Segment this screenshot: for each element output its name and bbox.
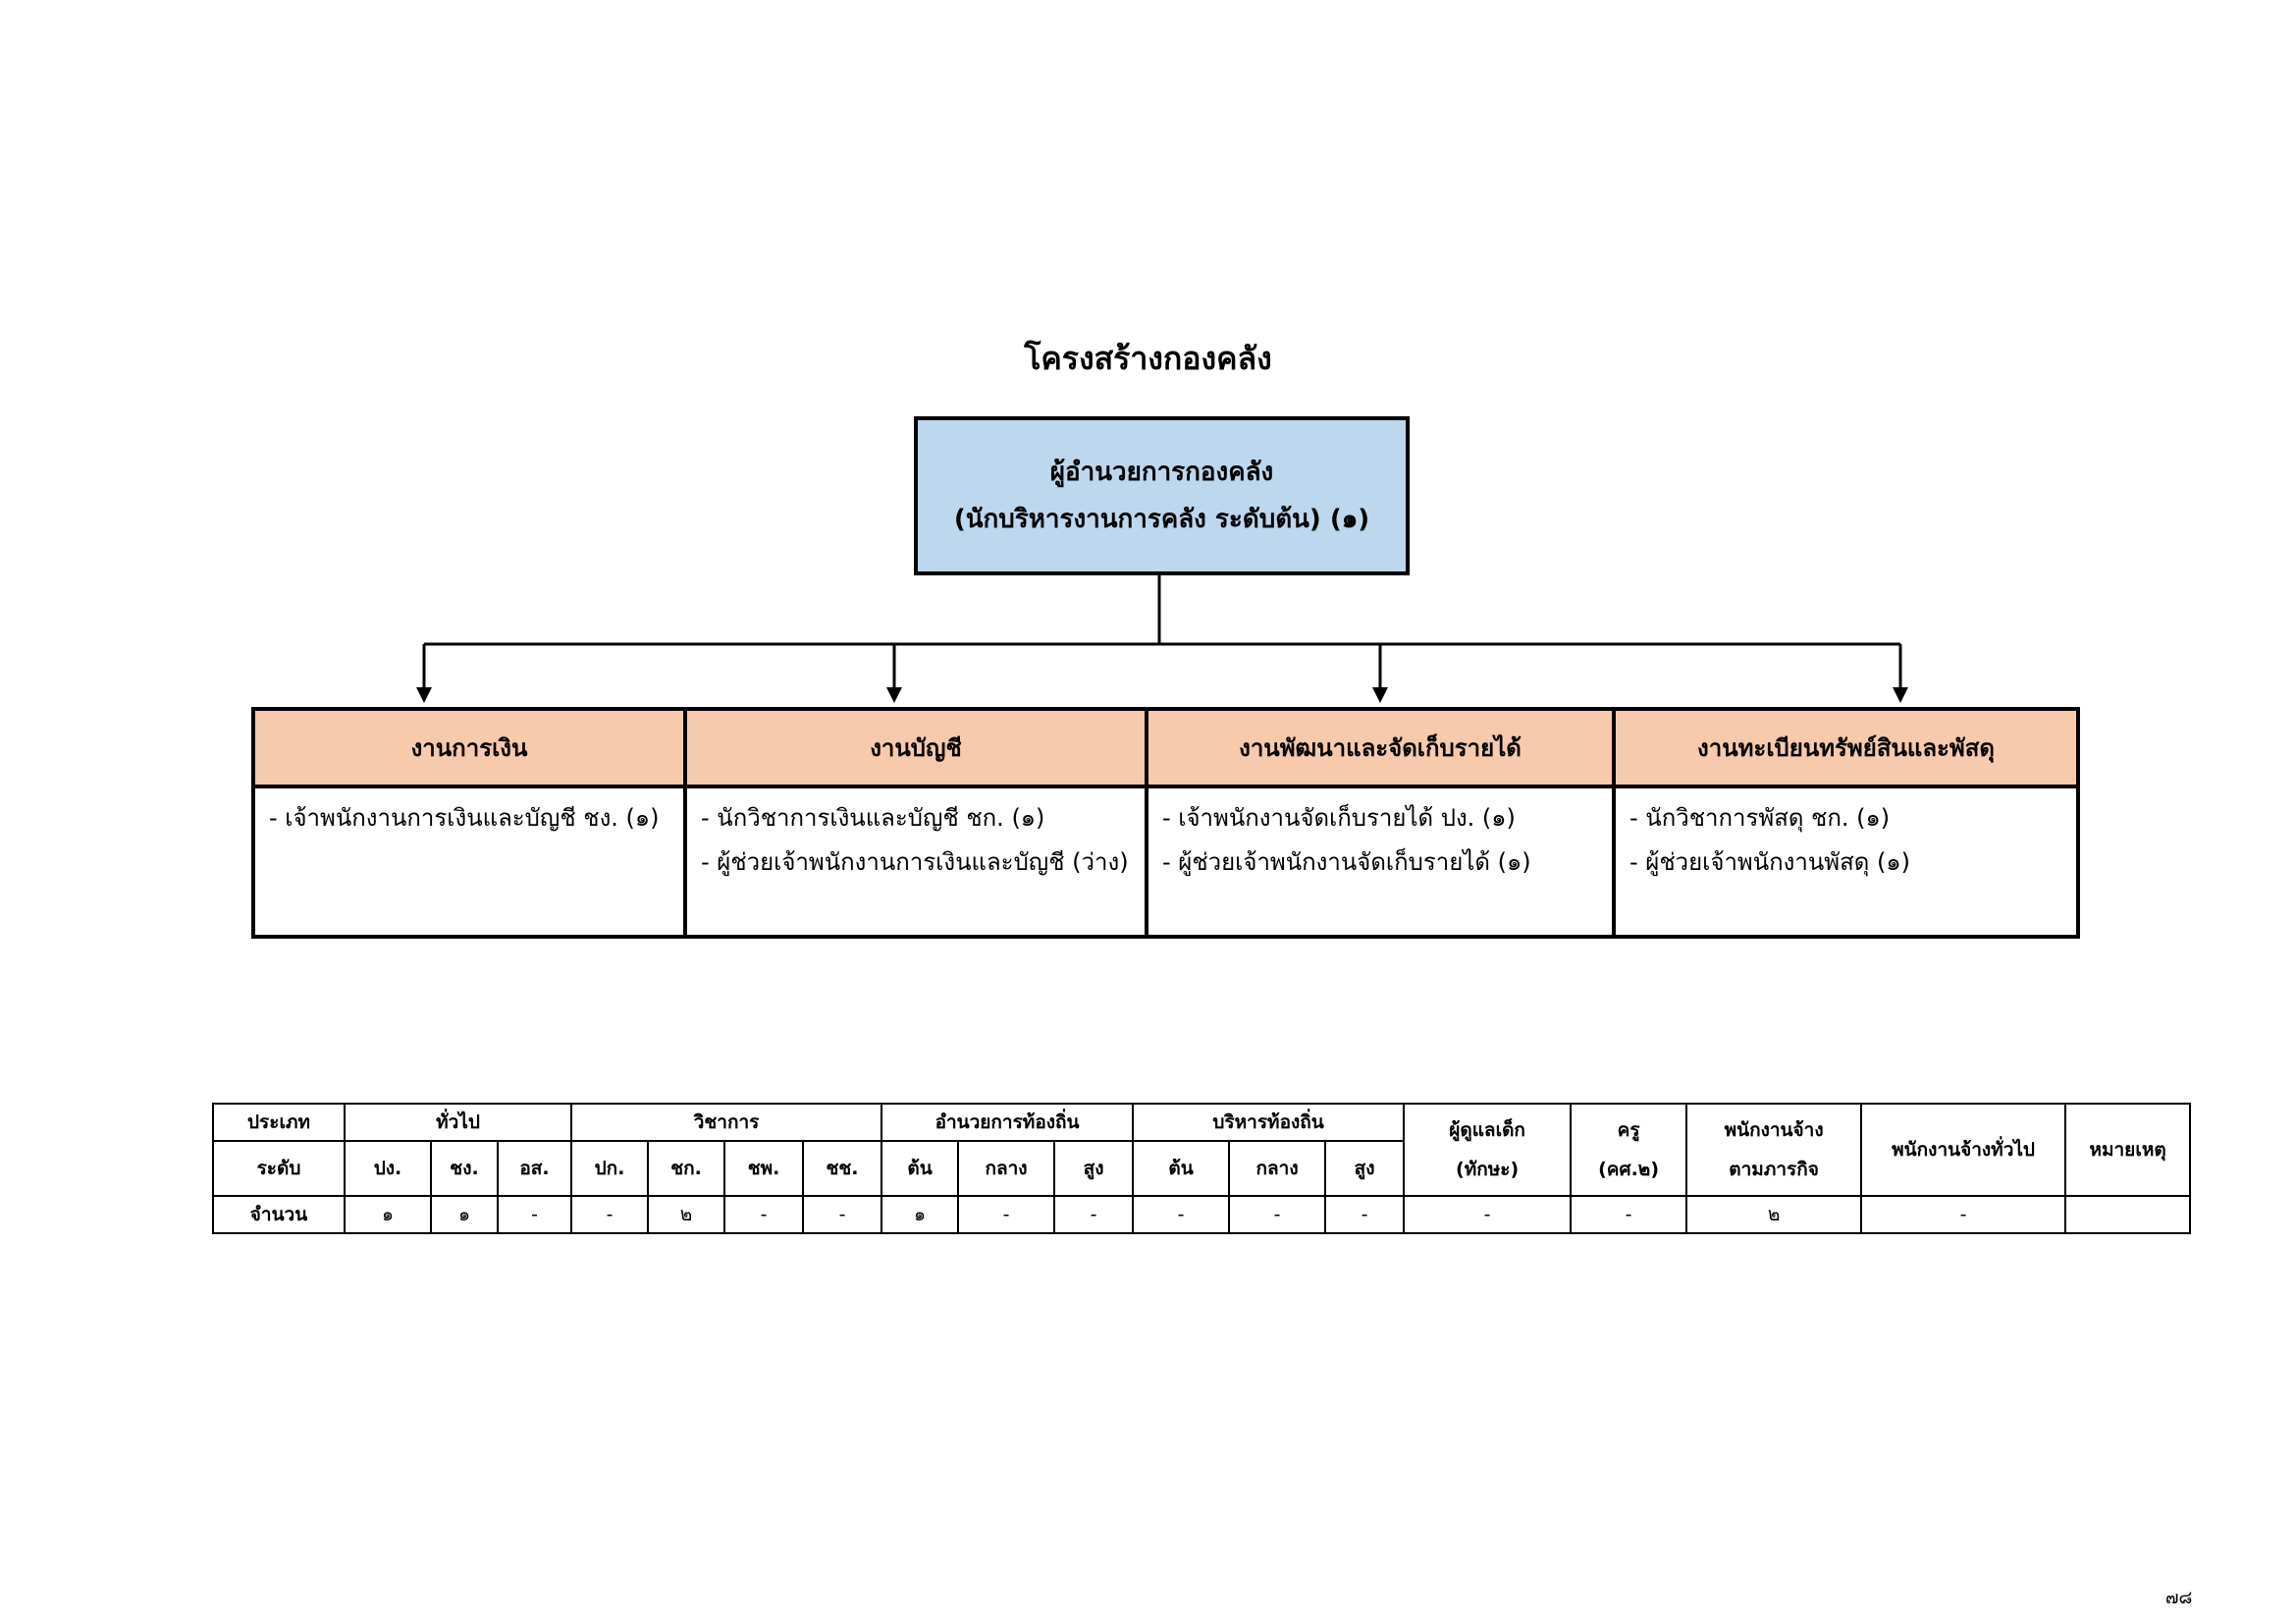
unit-header: งานทะเบียนทรัพย์สินและพัสดุ [1616, 711, 2076, 788]
count-cell: - [1132, 1195, 1231, 1234]
count-cell: - [723, 1195, 805, 1234]
unit-staff-list: - นักวิชาการเงินและบัญชี ชก. (๑) - ผู้ช่… [687, 788, 1145, 893]
unit-staff-list: - เจ้าพนักงานการเงินและบัญชี ชง. (๑) [255, 788, 683, 848]
staff-item: - ผู้ช่วยเจ้าพนักงานการเงินและบัญชี (ว่า… [701, 848, 1129, 876]
count-cell: ๑ [881, 1195, 960, 1234]
arrowhead-3 [1372, 687, 1388, 703]
group-local-executive: บริหารท้องถิ่น [1132, 1103, 1406, 1142]
count-cell: ๑ [344, 1195, 432, 1234]
group-academic: วิชาการ [570, 1103, 883, 1142]
unit-finance: งานการเงิน - เจ้าพนักงานการเงินและบัญชี … [255, 711, 687, 935]
count-cell: - [1403, 1195, 1573, 1234]
col-childcare-line1: ผู้ดูแลเด็ก [1449, 1119, 1525, 1141]
level-cell: อส. [496, 1140, 573, 1197]
level-cell: ปก. [570, 1140, 650, 1197]
col-mission-employee: พนักงานจ้าง ตามภารกิจ [1685, 1103, 1863, 1197]
count-cell [2064, 1195, 2192, 1234]
staff-item: - นักวิชาการเงินและบัญชี ชก. (๑) [701, 804, 1045, 832]
head-title: ผู้อำนวยการกองคลัง [1049, 458, 1274, 487]
level-cell: ชช. [802, 1140, 883, 1197]
staff-item: - ผู้ช่วยเจ้าพนักงานพัสดุ (๑) [1629, 848, 1910, 876]
count-cell: - [1228, 1195, 1327, 1234]
level-label: ระดับ [212, 1140, 346, 1197]
unit-staff-list: - นักวิชาการพัสดุ ชก. (๑) - ผู้ช่วยเจ้าพ… [1616, 788, 2076, 893]
unit-staff-list: - เจ้าพนักงานจัดเก็บรายได้ ปง. (๑) - ผู้… [1148, 788, 1612, 893]
arrowhead-4 [1893, 687, 1908, 703]
col-teacher-line2: (คศ.๒) [1598, 1159, 1660, 1180]
group-local-director: อำนวยการท้องถิ่น [881, 1103, 1135, 1142]
col-general-employee: พนักงานจ้างทั่วไป [1860, 1103, 2067, 1197]
col-childcare-line2: (ทักษะ) [1456, 1159, 1520, 1180]
count-cell: - [1860, 1195, 2067, 1234]
page-title: โครงสร้างกองคลัง [1024, 340, 1272, 377]
level-cell: ปง. [344, 1140, 432, 1197]
page-number: ๗๘ [2165, 1588, 2193, 1608]
count-cell: - [1053, 1195, 1135, 1234]
level-cell: ชง. [430, 1140, 499, 1197]
level-cell: กลาง [957, 1140, 1056, 1197]
arrowhead-1 [416, 687, 432, 703]
department-head-box: ผู้อำนวยการกองคลัง (นักบริหารงานการคลัง … [914, 416, 1410, 575]
count-cell: ๑ [430, 1195, 499, 1234]
col-teacher-line1: ครู [1617, 1119, 1640, 1141]
count-cell: ๒ [647, 1195, 726, 1234]
unit-accounting: งานบัญชี - นักวิชาการเงินและบัญชี ชก. (๑… [687, 711, 1148, 935]
col-teacher: ครู (คศ.๒) [1570, 1103, 1688, 1197]
level-cell: ต้น [881, 1140, 960, 1197]
count-cell: - [570, 1195, 650, 1234]
level-cell: ชก. [647, 1140, 726, 1197]
count-cell: - [802, 1195, 883, 1234]
count-cell: - [496, 1195, 573, 1234]
count-cell: - [1324, 1195, 1406, 1234]
arrowhead-2 [886, 687, 902, 703]
count-cell: - [1570, 1195, 1688, 1234]
level-cell: ชพ. [723, 1140, 805, 1197]
count-cell: ๒ [1685, 1195, 1863, 1234]
col-remarks: หมายเหตุ [2064, 1103, 2192, 1197]
unit-header: งานบัญชี [687, 711, 1145, 788]
level-cell: สูง [1324, 1140, 1406, 1197]
staff-item: - เจ้าพนักงานการเงินและบัญชี ชง. (๑) [269, 804, 660, 832]
position-rank-table: ประเภท ทั่วไป วิชาการ อำนวยการท้องถิ่น บ… [212, 1103, 2192, 1234]
level-cell: ต้น [1132, 1140, 1231, 1197]
staff-item: - เจ้าพนักงานจัดเก็บรายได้ ปง. (๑) [1162, 804, 1516, 832]
unit-header: งานพัฒนาและจัดเก็บรายได้ [1148, 711, 1612, 788]
col-mission-line1: พนักงานจ้าง [1724, 1119, 1824, 1141]
sub-units: งานการเงิน - เจ้าพนักงานการเงินและบัญชี … [251, 707, 2080, 939]
group-general: ทั่วไป [343, 1103, 573, 1142]
unit-header: งานการเงิน [255, 711, 683, 788]
unit-assets-supplies: งานทะเบียนทรัพย์สินและพัสดุ - นักวิชาการ… [1616, 711, 2076, 935]
level-cell: กลาง [1228, 1140, 1327, 1197]
head-position: (นักบริหารงานการคลัง ระดับต้น) (๑) [953, 505, 1370, 534]
count-cell: - [957, 1195, 1056, 1234]
staff-item: - นักวิชาการพัสดุ ชก. (๑) [1629, 804, 1891, 832]
count-label: จำนวน [212, 1195, 346, 1234]
unit-revenue: งานพัฒนาและจัดเก็บรายได้ - เจ้าพนักงานจั… [1148, 711, 1616, 935]
col-childcare: ผู้ดูแลเด็ก (ทักษะ) [1403, 1103, 1573, 1197]
col-mission-line2: ตามภารกิจ [1729, 1159, 1819, 1180]
staff-item: - ผู้ช่วยเจ้าพนักงานจัดเก็บรายได้ (๑) [1162, 848, 1531, 876]
type-label: ประเภท [212, 1103, 346, 1142]
level-cell: สูง [1053, 1140, 1135, 1197]
